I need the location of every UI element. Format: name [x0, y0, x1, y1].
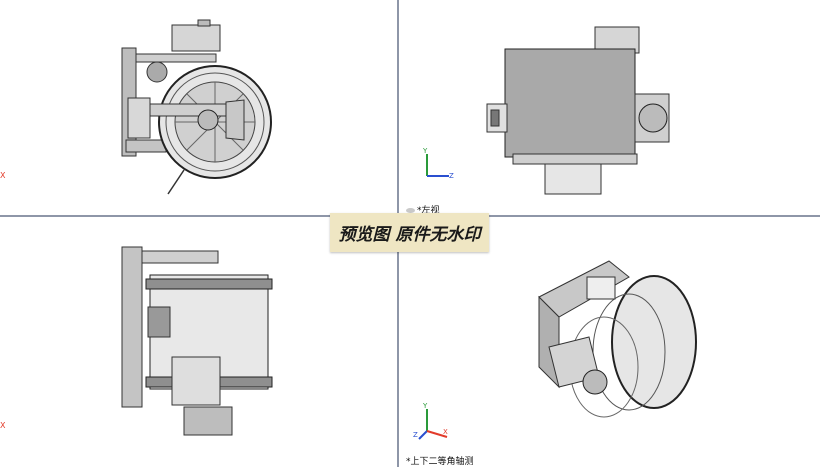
model-front-view — [121, 19, 272, 195]
viewport-iso[interactable]: Y Z X *上下二等角轴测 — [399, 217, 820, 467]
axis-z-label: Z — [449, 172, 454, 180]
view-name: *左视 — [417, 206, 440, 215]
axis-x-label: X — [443, 428, 448, 436]
model-left-view — [486, 26, 670, 195]
axis-z-label: Z — [413, 431, 418, 439]
view-name-label: *左视 — [406, 203, 440, 215]
model-iso-view — [538, 260, 697, 418]
viewport-left[interactable]: Y Z *左视 — [399, 0, 820, 215]
viewport-front[interactable]: X — [0, 0, 397, 215]
axis-triad — [426, 154, 449, 177]
viewport-top[interactable]: X — [0, 217, 397, 467]
eye-icon — [406, 208, 415, 213]
axis-x-label: X — [0, 421, 6, 430]
view-name: *上下二等角轴测 — [406, 457, 474, 467]
axis-y-label: Y — [423, 147, 428, 155]
preview-watermark: 预览图 原件无水印 — [330, 213, 489, 252]
axis-y-label: Y — [423, 402, 428, 410]
axis-triad — [418, 409, 448, 440]
axis-x-label: X — [0, 171, 6, 180]
model-top-view — [121, 246, 273, 436]
